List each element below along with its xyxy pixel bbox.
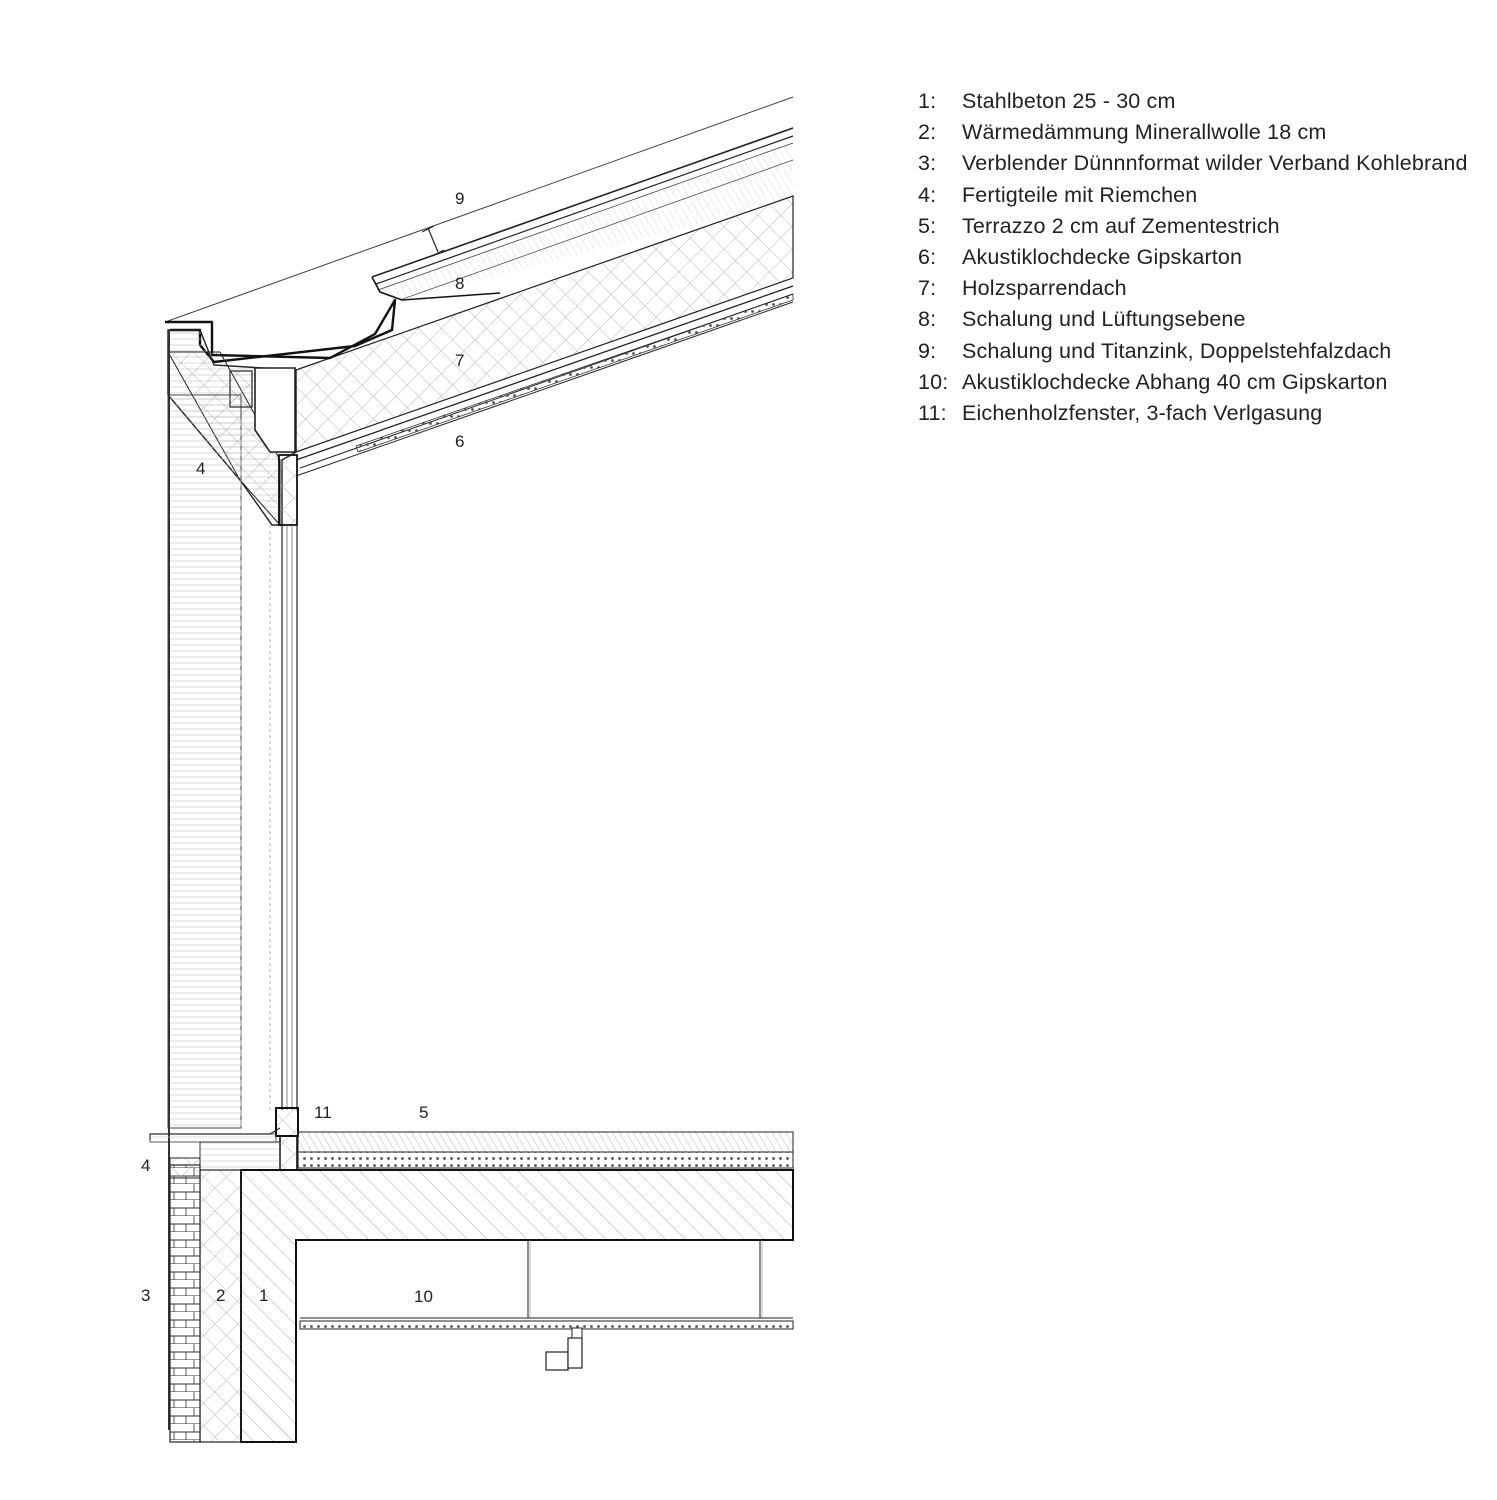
legend-item: 9: Schalung und Titanzink, Doppelstehfalz… [918, 336, 1478, 367]
legend-item: 4: Fertigteile mit Riemchen [918, 180, 1478, 211]
legend-num: 3: [918, 151, 937, 176]
legend-num: 1: [918, 89, 937, 113]
legend-item: 1: Stahlbeton 25 - 30 cm [918, 86, 1478, 117]
callout-3: 3 [141, 1286, 150, 1305]
legend-num: 6: [918, 245, 937, 270]
callout-4-bottom: 4 [141, 1156, 150, 1175]
callout-10: 10 [414, 1287, 433, 1306]
legend-text: Schalung und Titanzink, Doppelstehfalzda… [962, 338, 1392, 363]
callout-4-top: 4 [196, 459, 205, 478]
callouts: 9 8 7 6 4 11 5 4 3 2 1 10 [141, 189, 464, 1306]
legend-item: 8: Schalung und Lüftungsebene [918, 304, 1478, 335]
floor-slab [149, 1127, 794, 1443]
legend-text: Eichenholzfenster, 3-fach Verlgasung [962, 401, 1323, 426]
legend-num: 2: [918, 120, 937, 145]
upper-wall [167, 330, 271, 1430]
legend-num: 11: [918, 401, 947, 426]
callout-6: 6 [455, 432, 464, 451]
legend-num: 5: [918, 213, 937, 238]
legend-item: 2: Wärmedämmung Minerallwolle 18 cm [918, 117, 1478, 148]
legend-num: 8: [918, 307, 937, 332]
callout-11: 11 [314, 1103, 332, 1122]
callout-7: 7 [455, 351, 464, 370]
legend-num: 4: [918, 182, 937, 207]
legend-num: 7: [918, 276, 937, 301]
legend-text: Wärmedämmung Minerallwolle 18 cm [962, 120, 1327, 145]
legend-text: Schalung und Lüftungsebene [962, 307, 1246, 332]
legend-item: 5: Terrazzo 2 cm auf Zementestrich [918, 211, 1478, 242]
callout-1: 1 [259, 1286, 268, 1305]
legend-num: 10: [918, 369, 949, 394]
legend-text: Akustiklochdecke Abhang 40 cm Gipskarton [962, 369, 1388, 394]
legend-text: Terrazzo 2 cm auf Zementestrich [962, 213, 1280, 238]
legend-num: 9: [918, 338, 937, 363]
legend-item: 6: Akustiklochdecke Gipskarton [918, 242, 1478, 273]
legend-item: 3: Verblender Dünnnformat wilder Verband … [918, 148, 1478, 179]
legend-text: Akustiklochdecke Gipskarton [962, 245, 1243, 270]
legend-text: Holzsparrendach [962, 276, 1127, 301]
legend-item: 7: Holzsparrendach [918, 273, 1478, 304]
window-glazing [275, 525, 299, 1171]
callout-9: 9 [455, 189, 464, 208]
callout-2: 2 [216, 1286, 225, 1305]
callout-8: 8 [455, 274, 464, 293]
material-legend: 1: Stahlbeton 25 - 30 cm 2: Wärmedämmung M… [918, 86, 1478, 429]
callout-5: 5 [419, 1103, 428, 1122]
legend-text: Verblender Dünnnformat wilder Verband Ko… [962, 151, 1468, 176]
legend-text: Stahlbeton 25 - 30 cm [962, 89, 1176, 113]
legend-text: Fertigteile mit Riemchen [962, 182, 1198, 207]
legend-item: 10: Akustiklochdecke Abhang 40 cm Gipskar… [918, 367, 1478, 398]
legend-item: 11: Eichenholzfenster, 3-fach Verlgasung [918, 398, 1478, 429]
